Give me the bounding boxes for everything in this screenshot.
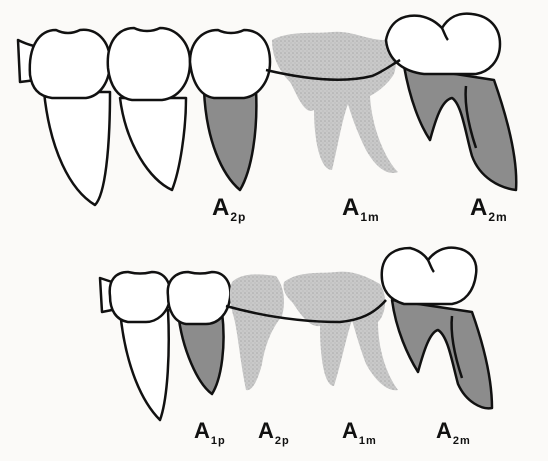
- bottom-pontic-a2p: [230, 274, 284, 390]
- top-tooth-a2m: [386, 14, 516, 190]
- label-bottom-a1p: A1p: [194, 420, 226, 442]
- bottom-tooth-1: [110, 272, 171, 420]
- top-tooth-a2p: [190, 30, 270, 190]
- top-tooth-1: [30, 30, 110, 205]
- bottom-pontic-a1m: [283, 272, 398, 391]
- label-bottom-a1m: A1m: [342, 420, 377, 442]
- label-top-a2m: A2m: [470, 196, 508, 220]
- label-top-a2p: A2p: [212, 196, 246, 220]
- top-pontic-a1m: [272, 32, 398, 173]
- bottom-row: [100, 248, 492, 420]
- top-tooth-2: [108, 28, 190, 190]
- label-top-a1m: A1m: [342, 196, 380, 220]
- label-bottom-a2p: A2p: [258, 420, 290, 442]
- bottom-tooth-a2m: [382, 248, 492, 409]
- top-row: [18, 14, 516, 205]
- bottom-tooth-a1p: [168, 272, 231, 394]
- label-bottom-a2m: A2m: [436, 420, 471, 442]
